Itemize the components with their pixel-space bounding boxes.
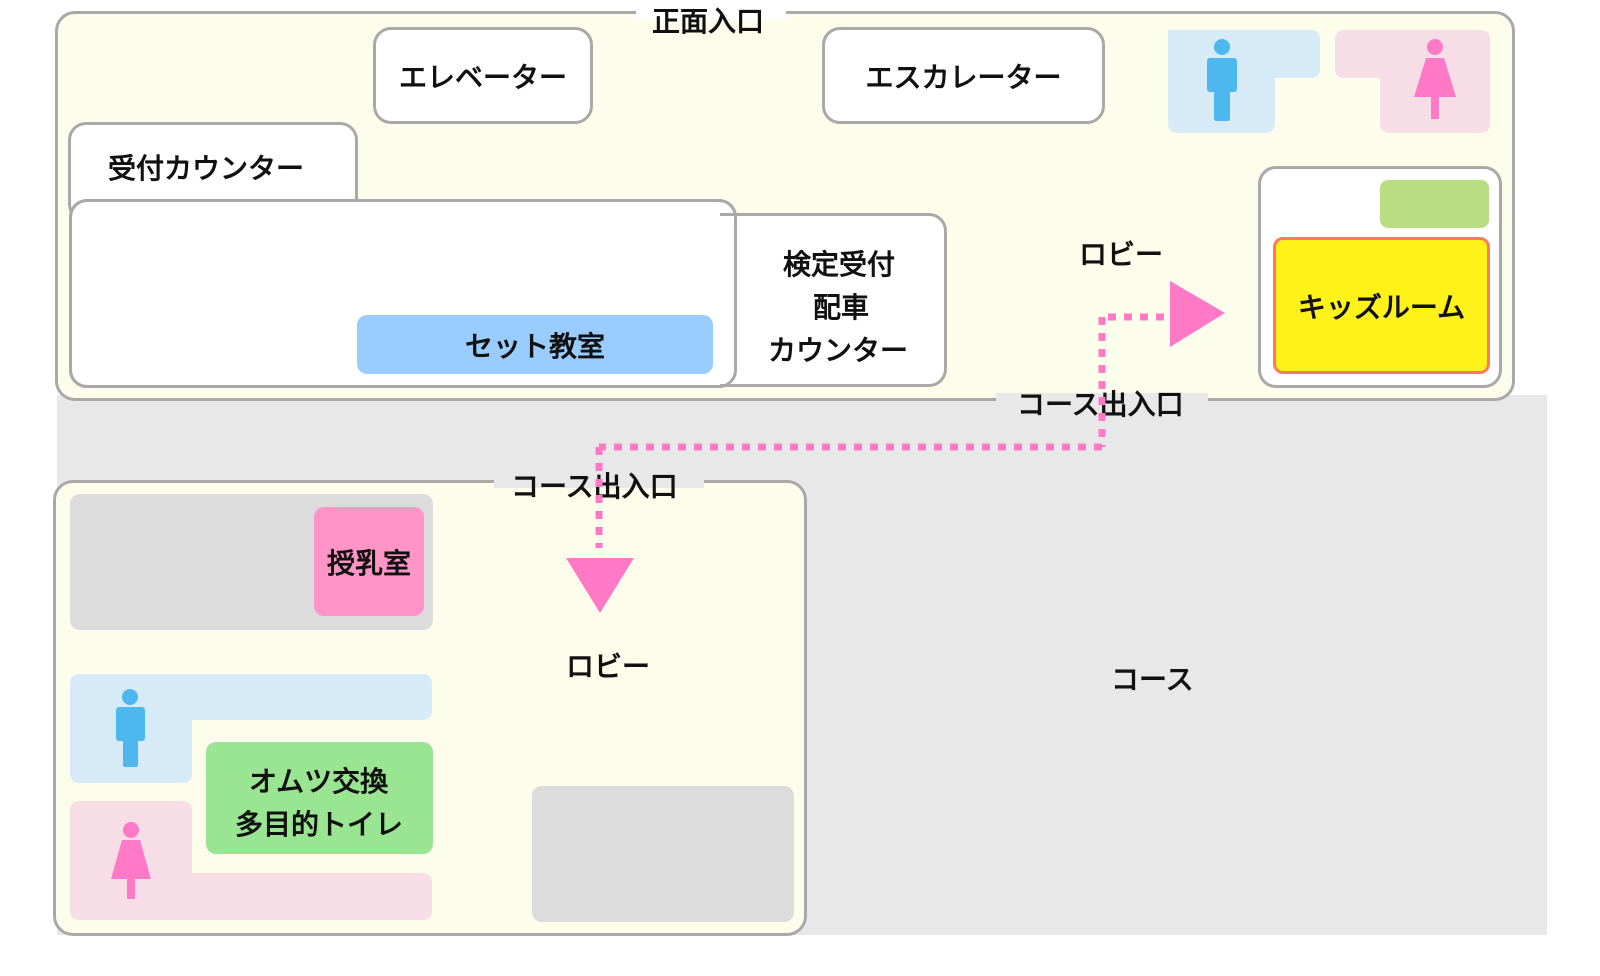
diaper-label-1: オムツ交換 — [249, 765, 389, 798]
lower-lobby-label: ロビー — [566, 650, 651, 683]
triangle-arrow-icon — [566, 558, 634, 613]
gray-block — [532, 786, 794, 922]
lower-course-entrance-label: コース出入口 — [511, 470, 678, 503]
exam-reception-label-2: 配車 — [813, 291, 870, 324]
green-small-block — [1380, 180, 1489, 228]
elevator-label: エレベーター — [398, 60, 567, 94]
men-restroom-area — [1168, 30, 1320, 133]
men-restroom-area — [70, 674, 432, 783]
exam-reception-label-1: 検定受付 — [783, 248, 896, 281]
multipurpose-toilet[interactable] — [206, 742, 433, 854]
upper-restrooms — [1168, 30, 1490, 133]
set-classroom[interactable]: セット教室 — [357, 315, 713, 374]
course-label: コース — [1111, 663, 1194, 696]
nursing-room[interactable]: 授乳室 — [314, 507, 424, 616]
nursing-room-label: 授乳室 — [326, 546, 411, 580]
male-restroom-icon — [1207, 39, 1237, 121]
female-restroom-icon — [111, 822, 151, 899]
exam-reception-counter[interactable] — [720, 213, 947, 387]
escalator[interactable]: エスカレーター — [822, 27, 1105, 124]
male-restroom-icon — [116, 689, 145, 767]
exam-reception-label-3: カウンター — [768, 334, 909, 367]
escalator-label: エスカレーター — [865, 60, 1062, 94]
elevator[interactable]: エレベーター — [373, 27, 593, 124]
reception-counter-label: 受付カウンター — [108, 152, 305, 185]
lower-restrooms — [70, 674, 432, 920]
female-restroom-icon — [1414, 39, 1456, 119]
set-classroom-label: セット教室 — [464, 329, 605, 363]
main-entrance-label: 正面入口 — [652, 5, 765, 38]
kids-room[interactable]: キッズルーム — [1273, 237, 1490, 374]
women-restroom-area — [1335, 30, 1490, 133]
kids-room-label: キッズルーム — [1297, 290, 1466, 324]
women-restroom-area — [70, 801, 432, 920]
triangle-arrow-icon — [1170, 281, 1225, 347]
diaper-label-2: 多目的トイレ — [235, 808, 404, 841]
classroom-block-outline — [69, 199, 737, 388]
upper-lobby-label: ロビー — [1079, 238, 1164, 271]
